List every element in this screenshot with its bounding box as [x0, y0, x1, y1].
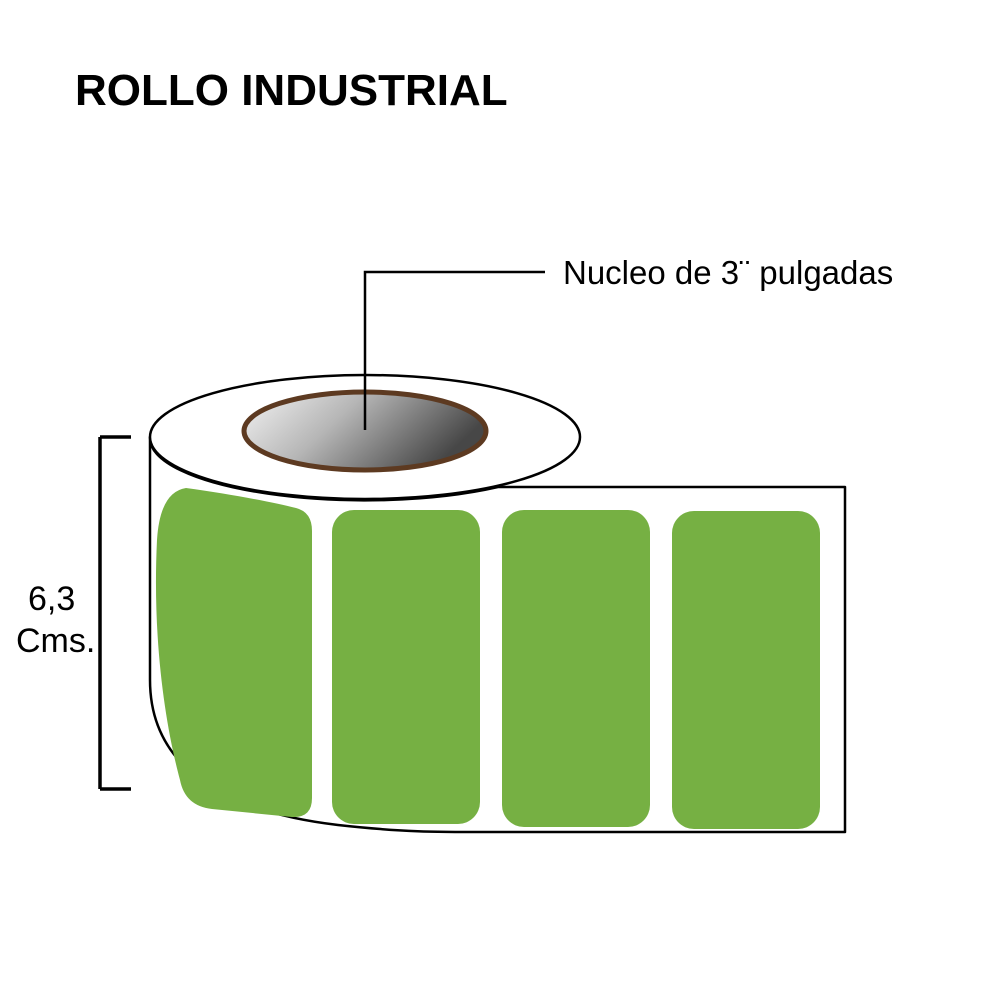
roll-label — [332, 510, 480, 824]
roll-label — [672, 511, 820, 829]
height-value-label: 6,3 — [28, 580, 75, 618]
page-title: ROLLO INDUSTRIAL — [75, 66, 508, 115]
height-unit-label: Cms. — [16, 622, 95, 660]
core-annotation-label: Nucleo de 3¨ pulgadas — [563, 254, 893, 291]
roll-label-curved — [155, 488, 312, 818]
core-pointer-line — [363, 270, 545, 430]
roll-label — [502, 510, 650, 827]
height-bracket — [98, 435, 131, 791]
